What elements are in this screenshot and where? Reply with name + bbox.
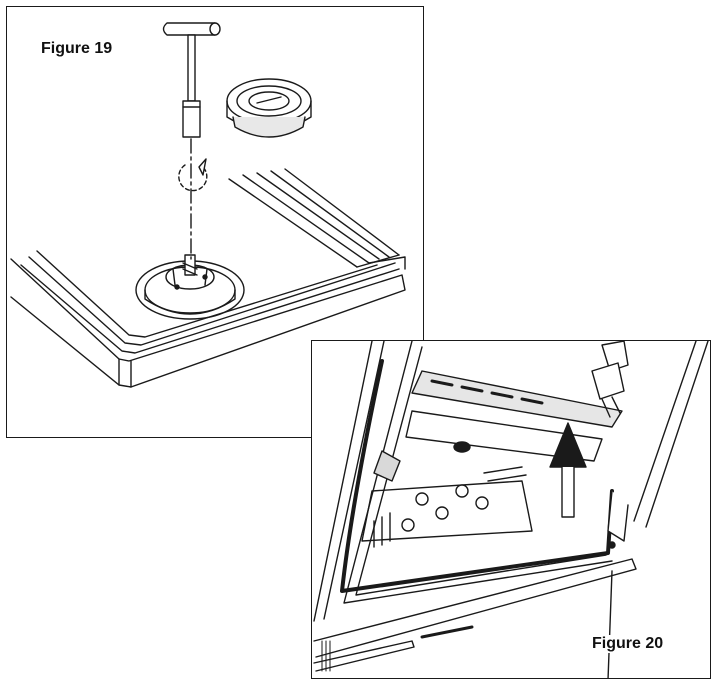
- door-hinge: [591, 341, 629, 418]
- tub-drain-fitting: [135, 254, 245, 320]
- rotation-arrow: [178, 158, 208, 192]
- upward-arrow: [549, 422, 587, 518]
- figure-20-caption: Figure 20: [590, 635, 666, 653]
- tub-floor: [10, 168, 406, 388]
- figure-20-drawing: [313, 341, 709, 678]
- drain-cap: [226, 78, 312, 138]
- figure-20-panel: Figure 20: [311, 340, 711, 679]
- kick-panel: [313, 570, 613, 678]
- t-handle-key: [162, 22, 221, 138]
- lower-spray-arm: [361, 370, 623, 548]
- figure-19-caption: Figure 19: [41, 40, 113, 57]
- door-seal: [340, 359, 629, 593]
- figure-19-panel: Figure 19: [6, 6, 424, 438]
- figure-19-drawing: [10, 22, 406, 388]
- door-frame: [313, 341, 709, 658]
